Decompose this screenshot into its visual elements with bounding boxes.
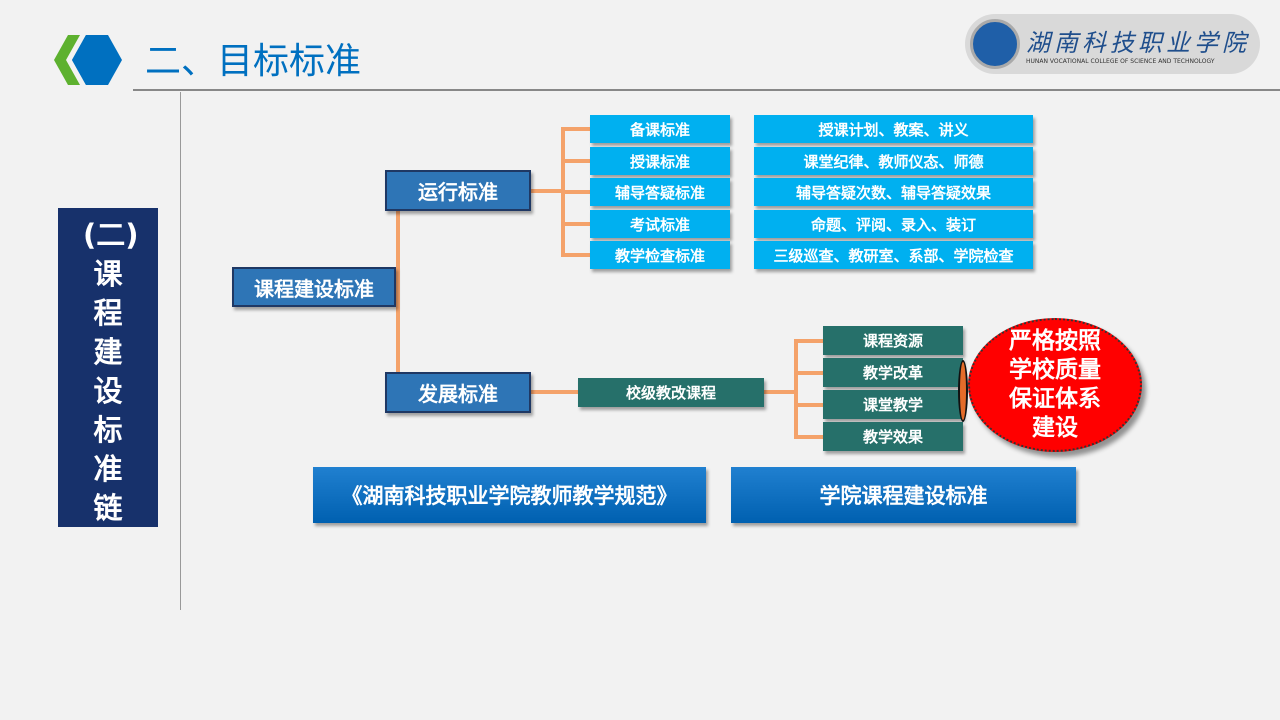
dev-item: 教学改革 — [823, 358, 963, 387]
run-detail: 课堂纪律、教师仪态、师德 — [754, 147, 1033, 175]
dev-item: 课程资源 — [823, 326, 963, 355]
bracket-ellipse — [958, 360, 968, 422]
run-item: 教学检查标准 — [590, 241, 730, 269]
dev-node: 校级教改课程 — [578, 378, 764, 407]
run-item: 授课标准 — [590, 147, 730, 175]
footer-left: 《湖南科技职业学院教师教学规范》 — [313, 467, 706, 523]
logo-text: 湖南科技职业学院 — [1026, 29, 1250, 57]
callout-circle: 严格按照学校质量保证体系建设 — [968, 318, 1142, 452]
footer-right: 学院课程建设标准 — [731, 467, 1076, 523]
run-item: 备课标准 — [590, 115, 730, 143]
logo-subtext: HUNAN VOCATIONAL COLLEGE OF SCIENCE AND … — [1026, 58, 1215, 65]
page-title: 二、目标标准 — [145, 41, 362, 82]
run-item: 辅导答疑标准 — [590, 178, 730, 206]
root-node: 课程建设标准 — [232, 267, 396, 307]
run-detail: 命题、评阅、录入、装订 — [754, 210, 1033, 238]
college-logo: 湖南科技职业学院 HUNAN VOCATIONAL COLLEGE OF SCI… — [965, 14, 1260, 74]
header-divider — [133, 89, 1280, 91]
header-icon — [50, 33, 125, 88]
run-detail: 三级巡查、教研室、系部、学院检查 — [754, 241, 1033, 269]
dev-item: 教学效果 — [823, 422, 963, 451]
dev-item: 课堂教学 — [823, 390, 963, 419]
callout-text: 严格按照学校质量保证体系建设 — [1009, 328, 1101, 441]
branch-run: 运行标准 — [385, 170, 531, 211]
side-label: (二)课程建设标准链 — [58, 208, 158, 527]
run-item: 考试标准 — [590, 210, 730, 238]
branch-dev: 发展标准 — [385, 372, 531, 413]
run-detail: 授课计划、教案、讲义 — [754, 115, 1033, 143]
vertical-divider — [180, 92, 181, 610]
run-detail: 辅导答疑次数、辅导答疑效果 — [754, 178, 1033, 206]
